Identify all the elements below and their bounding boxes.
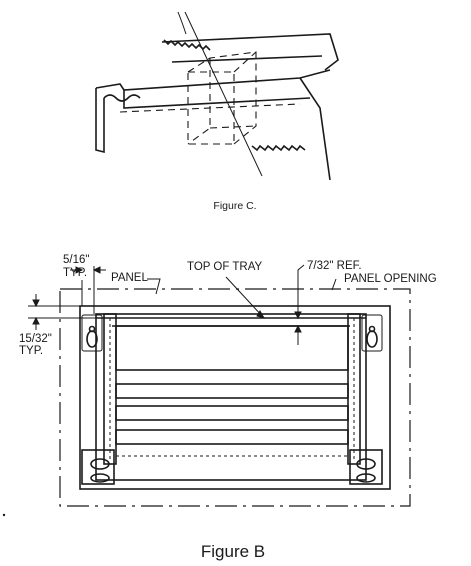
figure-b-caption: Figure B — [201, 542, 265, 561]
side-typ-label: TYP. — [19, 345, 43, 357]
dim-5-16-lines — [70, 266, 106, 314]
channel-front-lip — [95, 69, 331, 91]
edge-dim-label: 5/16" — [63, 254, 89, 266]
figure-c-drawing — [95, 11, 339, 181]
right-foot-icon — [349, 449, 383, 485]
dim-15-32-lines — [28, 294, 96, 330]
figure-b-drawing — [28, 264, 411, 507]
panel-leader — [147, 278, 161, 295]
channel-left-wave — [103, 94, 141, 102]
channel-left-wall — [95, 88, 105, 154]
right-keyhole-icon — [361, 314, 383, 352]
opening-leader — [331, 278, 337, 291]
edge-typ-label: TYP. — [63, 267, 87, 279]
panel-opening-label: PANEL OPENING — [344, 273, 437, 285]
insert-outline-depth — [187, 51, 257, 145]
panel-outline — [79, 305, 391, 490]
left-foot-icon — [81, 449, 115, 485]
break-line-right — [251, 144, 306, 152]
slat-3 — [115, 429, 349, 445]
cut-plane-upper — [177, 11, 187, 35]
cut-plane-line — [184, 11, 263, 177]
slat-2 — [115, 405, 349, 421]
ref-dim-label: 7/32" REF. — [307, 260, 362, 272]
tray-frame — [95, 313, 367, 481]
leader-lines — [147, 276, 337, 319]
panel-label: PANEL — [111, 272, 148, 284]
figure-c-caption: Figure C. — [213, 200, 256, 212]
tray-wall-top-edge — [161, 33, 339, 71]
left-keyhole-icon — [81, 314, 103, 352]
tray-leader — [225, 276, 265, 319]
stray-dot — [2, 513, 6, 517]
channel-bottom-back — [299, 77, 331, 181]
panel-opening-outline — [59, 288, 411, 507]
channel-front-wall — [123, 90, 311, 109]
tray-wall-inner-edge — [171, 55, 323, 63]
tray-interior — [115, 325, 349, 371]
dim-7-32-lines — [294, 264, 305, 345]
top-of-tray-label: TOP OF TRAY — [187, 261, 263, 273]
insert-centerline — [119, 103, 301, 113]
side-dim-label: 15/32" — [19, 333, 52, 345]
slat-1 — [115, 383, 349, 399]
